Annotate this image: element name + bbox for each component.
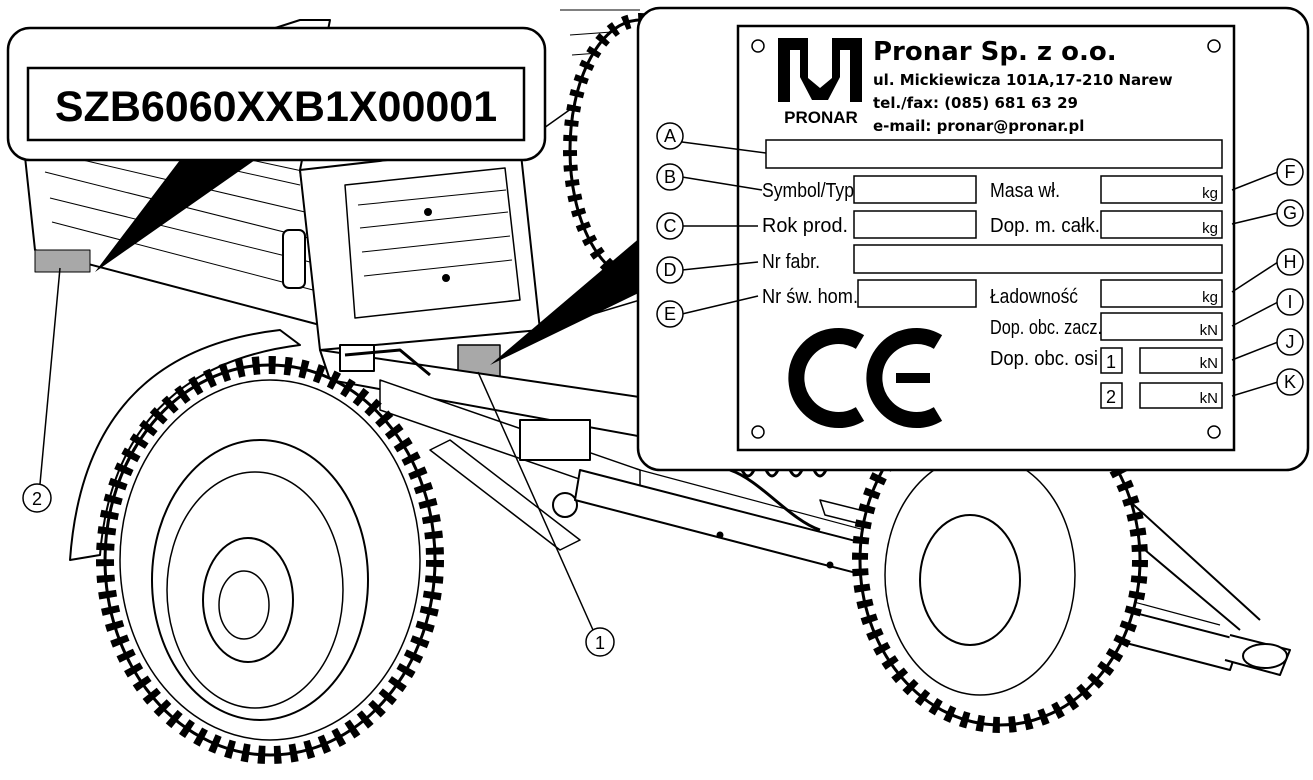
field-drawbar-box — [1100, 312, 1223, 341]
field-approval-box — [857, 279, 977, 308]
company-address: ul. Mickiewicza 101A,17-210 Narew — [873, 71, 1173, 89]
letter-i: I — [1276, 288, 1304, 316]
field-gross-box — [1100, 210, 1223, 239]
unit-mass: kg — [1202, 185, 1218, 202]
field-year-box — [853, 210, 977, 239]
callout-2-label: 2 — [32, 489, 42, 509]
letter-a: A — [656, 122, 684, 150]
letter-f-text: F — [1285, 162, 1296, 182]
vin-callout: SZB6060XXB1X00001 — [6, 26, 547, 272]
vin-number: SZB6060XXB1X00001 — [55, 83, 497, 131]
unit-gross: kg — [1202, 220, 1218, 237]
label-symbol: Symbol/Typ — [762, 180, 854, 202]
field-a-box — [765, 139, 1223, 169]
logo-text: PRONAR — [784, 108, 858, 127]
letter-i-text: I — [1287, 292, 1292, 312]
callout-2: 2 — [22, 483, 52, 513]
field-symbol-box — [853, 175, 977, 204]
letter-g-text: G — [1283, 203, 1297, 223]
unit-axle-1: kN — [1200, 355, 1218, 372]
letter-e-text: E — [664, 304, 676, 324]
letter-b: B — [656, 163, 684, 191]
callout-leaders — [39, 267, 594, 631]
letter-h: H — [1276, 248, 1304, 276]
letter-f: F — [1276, 158, 1304, 186]
company-name: Pronar Sp. z o.o. — [873, 37, 1117, 67]
label-axle: Dop. obc. osi — [990, 348, 1098, 370]
field-payload-box — [1100, 279, 1223, 308]
mounting-hole — [1207, 39, 1221, 53]
label-year: Rok prod. — [762, 215, 848, 237]
rear-wheel — [852, 387, 1148, 733]
field-axle-1-box — [1139, 347, 1223, 374]
letter-a-text: A — [664, 126, 676, 146]
trailer-illustration — [19, 9, 1291, 764]
unit-drawbar: kN — [1200, 322, 1218, 339]
letter-c: C — [656, 212, 684, 240]
label-approval: Nr św. hom. — [762, 286, 858, 308]
letter-leaders — [681, 141, 1279, 397]
front-wheel — [96, 356, 444, 764]
mounting-hole — [751, 425, 765, 439]
company-email: e-mail: pronar@pronar.pl — [873, 117, 1084, 135]
axle-1-number: 1 — [1106, 352, 1116, 372]
unit-payload: kg — [1202, 289, 1218, 306]
letter-j: J — [1276, 328, 1304, 356]
axle-1-number-box — [1100, 347, 1123, 374]
field-axle-2-box — [1139, 382, 1223, 409]
field-serial-box — [853, 244, 1223, 274]
nameplate-callout: PRONAR Pronar Sp. z o.o. ul. Mickiewicza… — [490, 6, 1310, 472]
ce-mark — [788, 328, 943, 428]
letter-j-text: J — [1286, 332, 1295, 352]
label-drawbar: Dop. obc. zacz. — [990, 317, 1102, 339]
axle-2-number-box — [1100, 382, 1123, 409]
callout-1-label: 1 — [595, 633, 605, 653]
company-phone: tel./fax: (085) 681 63 29 — [873, 94, 1078, 112]
unit-axle-2: kN — [1200, 390, 1218, 407]
letter-e: E — [656, 300, 684, 328]
fender — [69, 329, 301, 561]
letter-d-text: D — [664, 260, 677, 280]
field-mass-box — [1100, 175, 1223, 204]
chassis — [319, 344, 661, 551]
letter-b-text: B — [664, 167, 676, 187]
mounting-hole — [751, 39, 765, 53]
letter-h-text: H — [1284, 252, 1297, 272]
pronar-logo: PRONAR — [778, 38, 862, 127]
label-serial: Nr fabr. — [762, 251, 820, 273]
label-payload: Ładowność — [990, 286, 1078, 308]
letter-k-text: K — [1284, 372, 1296, 392]
label-gross: Dop. m. całk. — [990, 215, 1100, 237]
letter-c-text: C — [664, 216, 677, 236]
letter-g: G — [1276, 199, 1304, 227]
label-mass: Masa wł. — [990, 180, 1060, 202]
letter-d: D — [656, 256, 684, 284]
callout-1: 1 — [585, 627, 615, 657]
mounting-hole — [1207, 425, 1221, 439]
axle-2-number: 2 — [1106, 387, 1116, 407]
letter-k: K — [1276, 368, 1304, 396]
